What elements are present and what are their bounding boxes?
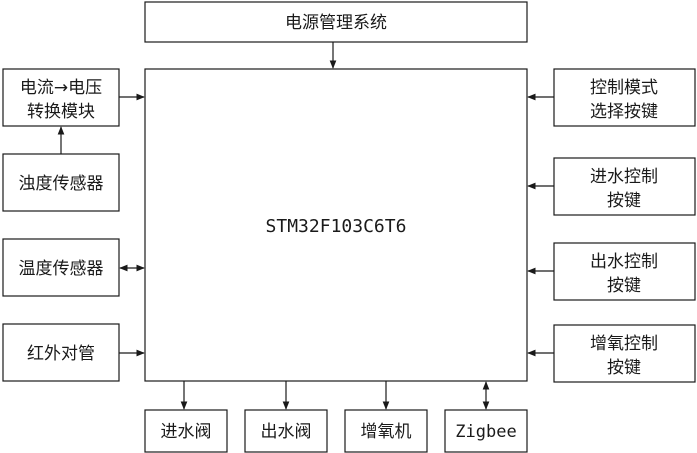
mode-key-label-line1: 控制模式 (590, 78, 658, 98)
turbidity-sensor-block: 浊度传感器 (2, 153, 120, 212)
outlet-key-label-line1: 出水控制 (590, 252, 658, 272)
inlet-valve-block: 进水阀 (144, 409, 228, 453)
outlet-control-key-block: 出水控制 按键 (553, 242, 696, 301)
outlet-valve-block: 出水阀 (244, 409, 328, 453)
mode-select-key-block: 控制模式 选择按键 (553, 68, 696, 127)
current-voltage-converter-block: 电流→电压 转换模块 (2, 68, 120, 127)
infrared-pair-block: 红外对管 (2, 323, 120, 382)
mcu-label: STM32F103C6T6 (266, 216, 407, 237)
outlet-key-label-line2: 按键 (607, 276, 641, 296)
turbidity-sensor-label: 浊度传感器 (19, 174, 104, 194)
inlet-valve-label: 进水阀 (161, 422, 212, 442)
outlet-valve-label: 出水阀 (261, 422, 312, 442)
mode-key-label-line2: 选择按键 (590, 102, 658, 122)
converter-label-line1: 电流→电压 (20, 78, 102, 98)
power-management-label: 电源管理系统 (285, 13, 387, 33)
mcu-block: STM32F103C6T6 (144, 68, 528, 382)
aerator-block: 增氧机 (344, 409, 428, 453)
oxygen-key-label-line2: 按键 (607, 358, 641, 378)
power-management-block: 电源管理系统 (144, 1, 528, 43)
infrared-pair-label: 红外对管 (27, 344, 95, 364)
inlet-key-label-line1: 进水控制 (590, 167, 658, 187)
temperature-sensor-block: 温度传感器 (2, 238, 120, 297)
zigbee-block: Zigbee (444, 409, 528, 453)
oxygen-key-label-line1: 增氧控制 (590, 334, 658, 354)
converter-label-line2: 转换模块 (27, 102, 95, 122)
zigbee-label: Zigbee (455, 422, 516, 442)
temperature-sensor-label: 温度传感器 (19, 259, 104, 279)
inlet-control-key-block: 进水控制 按键 (553, 157, 696, 216)
inlet-key-label-line2: 按键 (607, 191, 641, 211)
oxygen-control-key-block: 增氧控制 按键 (553, 324, 696, 383)
aerator-label: 增氧机 (361, 422, 412, 442)
